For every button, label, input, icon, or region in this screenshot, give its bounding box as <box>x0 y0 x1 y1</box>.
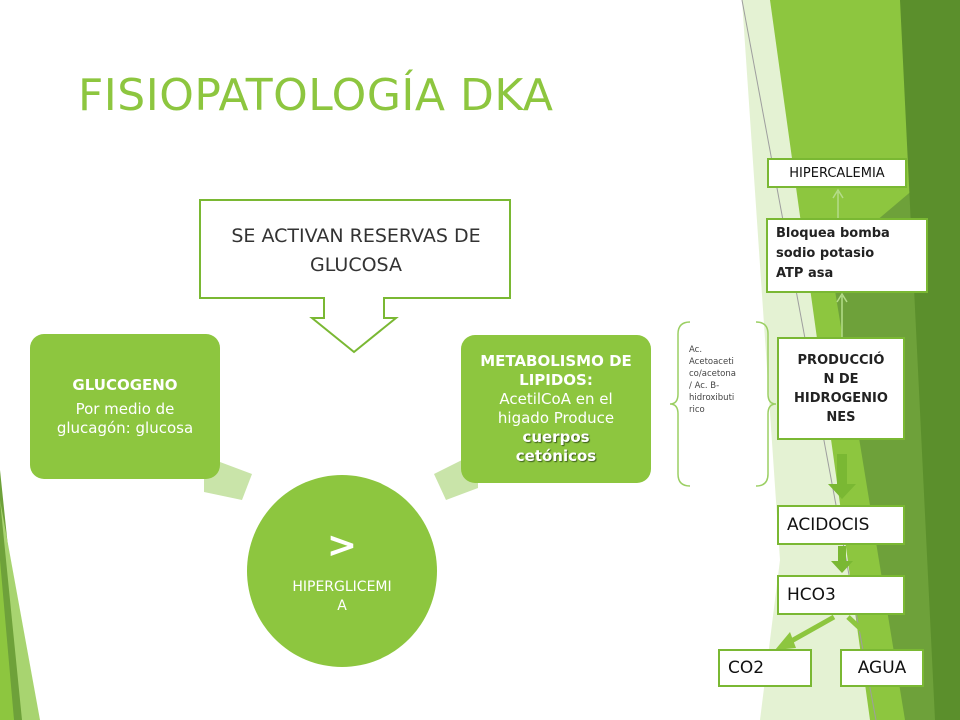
hiperglicemia-text: > HIPERGLICEMI A <box>252 478 432 663</box>
arrow-prod-to-acid <box>828 454 856 499</box>
co2-box: CO2 <box>718 649 812 687</box>
right-brace <box>755 321 777 487</box>
note-line-3: co/acetona <box>689 369 736 379</box>
lipidos-line-1: METABOLISMO DE <box>480 352 632 370</box>
glucogeno-text: GLUCOGENO Por medio de glucagón: glucosa <box>30 334 220 479</box>
glucogeno-line-1: Por medio de <box>75 399 175 418</box>
arrow-hco3-to-co2-head <box>775 632 796 650</box>
arrow-hco3-to-co2 <box>784 614 836 647</box>
note-line-5: hidroxibuti <box>689 393 735 403</box>
produccion-line-1: PRODUCCIÓ <box>797 352 885 368</box>
note-line-1: Ac. <box>689 345 703 355</box>
bloquea-line-2: sodio potasio <box>776 246 875 261</box>
hipercalemia-box: HIPERCALEMIA <box>767 158 907 188</box>
callout-shape <box>199 199 511 354</box>
produccion-line-2: N DE <box>823 371 859 387</box>
hco3-box: HCO3 <box>777 575 905 615</box>
produccion-line-3: HIDROGENIO <box>794 390 888 406</box>
callout-line-2: GLUCOSA <box>310 254 402 276</box>
callout-line-1: SE ACTIVAN RESERVAS DE <box>231 225 481 247</box>
arrow-hco3-to-agua-head <box>868 634 886 652</box>
bloquea-bomba-box: Bloquea bomba sodio potasio ATP asa <box>766 218 928 293</box>
lipidos-line-5: cuerpos <box>522 428 590 446</box>
hiperglicemia-circle <box>247 475 437 667</box>
bloquea-line-3: ATP asa <box>776 266 834 281</box>
arrow-hco3-to-agua <box>846 615 878 645</box>
right-stripe-deep <box>900 0 960 720</box>
callout-text: SE ACTIVAN RESERVAS DE GLUCOSA <box>202 222 510 280</box>
acidocis-box: ACIDOCIS <box>777 505 905 545</box>
lipidos-line-6: cetónicos <box>515 447 597 465</box>
left-stripe-mid <box>0 560 14 720</box>
connector-bloquea-hiper-head <box>832 188 844 199</box>
lipidos-line-4: higado Produce <box>497 409 615 427</box>
glucogeno-box <box>30 334 220 479</box>
note-line-2: Acetoaceti <box>689 357 734 367</box>
lipidos-box <box>461 335 651 483</box>
note-line-4: / Ac. B- <box>689 381 720 391</box>
slide-title: FISIOPATOLOGÍA DKA <box>78 70 554 121</box>
lipidos-line-2: LIPIDOS: <box>519 371 593 389</box>
produccion-hidrogeniones-box: PRODUCCIÓ N DE HIDROGENIO NES <box>777 337 905 440</box>
produccion-line-4: NES <box>826 409 856 425</box>
left-brace <box>669 321 691 487</box>
bloquea-line-1: Bloquea bomba <box>776 226 890 241</box>
connector-prod-bloquea-head <box>836 292 848 303</box>
hiperglicemia-line-2: A <box>337 598 347 614</box>
hiperglicemia-line-1: HIPERGLICEMI <box>292 579 392 595</box>
glucogeno-line-2: glucagón: glucosa <box>56 418 194 437</box>
agua-box: AGUA <box>840 649 924 687</box>
arrow-acid-to-hco3 <box>831 546 853 573</box>
note-line-6: rico <box>689 405 705 415</box>
glucogeno-heading: GLUCOGENO <box>72 375 178 394</box>
lipidos-line-3: AcetilCoA en el <box>499 390 613 408</box>
lipidos-text: METABOLISMO DE LIPIDOS: AcetilCoA en el … <box>461 335 651 483</box>
ketone-bodies-note: Ac. Acetoaceti co/acetona / Ac. B- hidro… <box>689 344 755 416</box>
left-stripe-light <box>0 500 40 720</box>
greater-than-symbol: > <box>326 525 358 566</box>
